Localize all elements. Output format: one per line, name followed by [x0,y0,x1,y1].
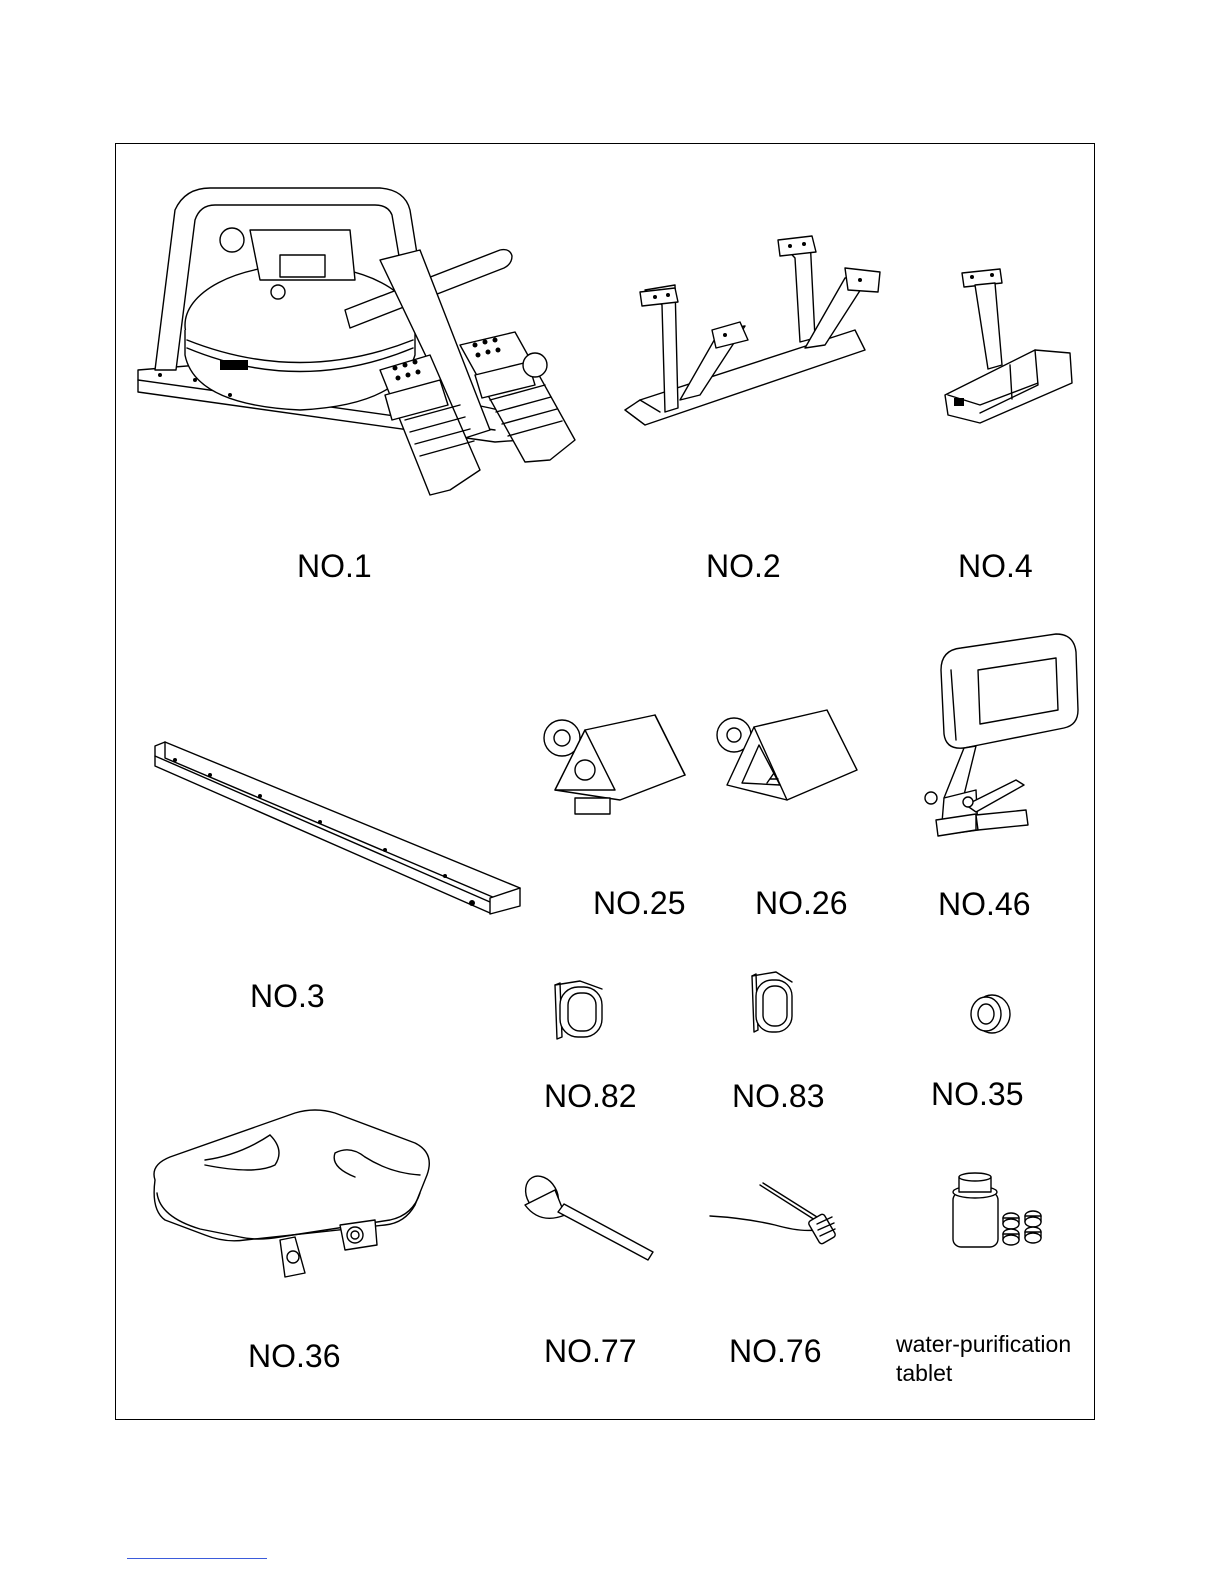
part-label: NO.77 [544,1335,636,1367]
front-stabilizer-drawing [620,230,890,430]
part-label: NO.2 [706,550,781,582]
tablet-bottle-drawing [948,1172,1048,1252]
hand-pump-tube-drawing [705,1180,850,1255]
footer-link-underline [127,1558,267,1559]
part-label: NO.46 [938,888,1030,920]
slide-rail-drawing [150,738,525,918]
part-label: NO.36 [248,1340,340,1372]
end-cap-small-drawing [748,970,798,1040]
part-label: NO.26 [755,887,847,919]
part-label: NO.25 [593,887,685,919]
end-cap-drawing [550,975,610,1045]
part-label: NO.3 [250,980,325,1012]
part-label: water-purification tablet [896,1330,1086,1388]
part-label: NO.4 [958,550,1033,582]
console-drawing [916,630,1081,845]
seat-drawing [145,1105,435,1285]
part-label: NO.83 [732,1080,824,1112]
roller-bracket-drawing [540,710,690,830]
part-label: NO.35 [931,1078,1023,1110]
part-label: NO.82 [544,1080,636,1112]
rowing-machine-drawing [130,170,590,510]
part-label: NO.1 [297,550,372,582]
funnel-rod-drawing [520,1170,660,1265]
roller-bracket-open-drawing [712,705,862,815]
bushing-ring-drawing [968,992,1013,1037]
part-label: NO.76 [729,1335,821,1367]
rear-stabilizer-drawing [940,265,1080,425]
